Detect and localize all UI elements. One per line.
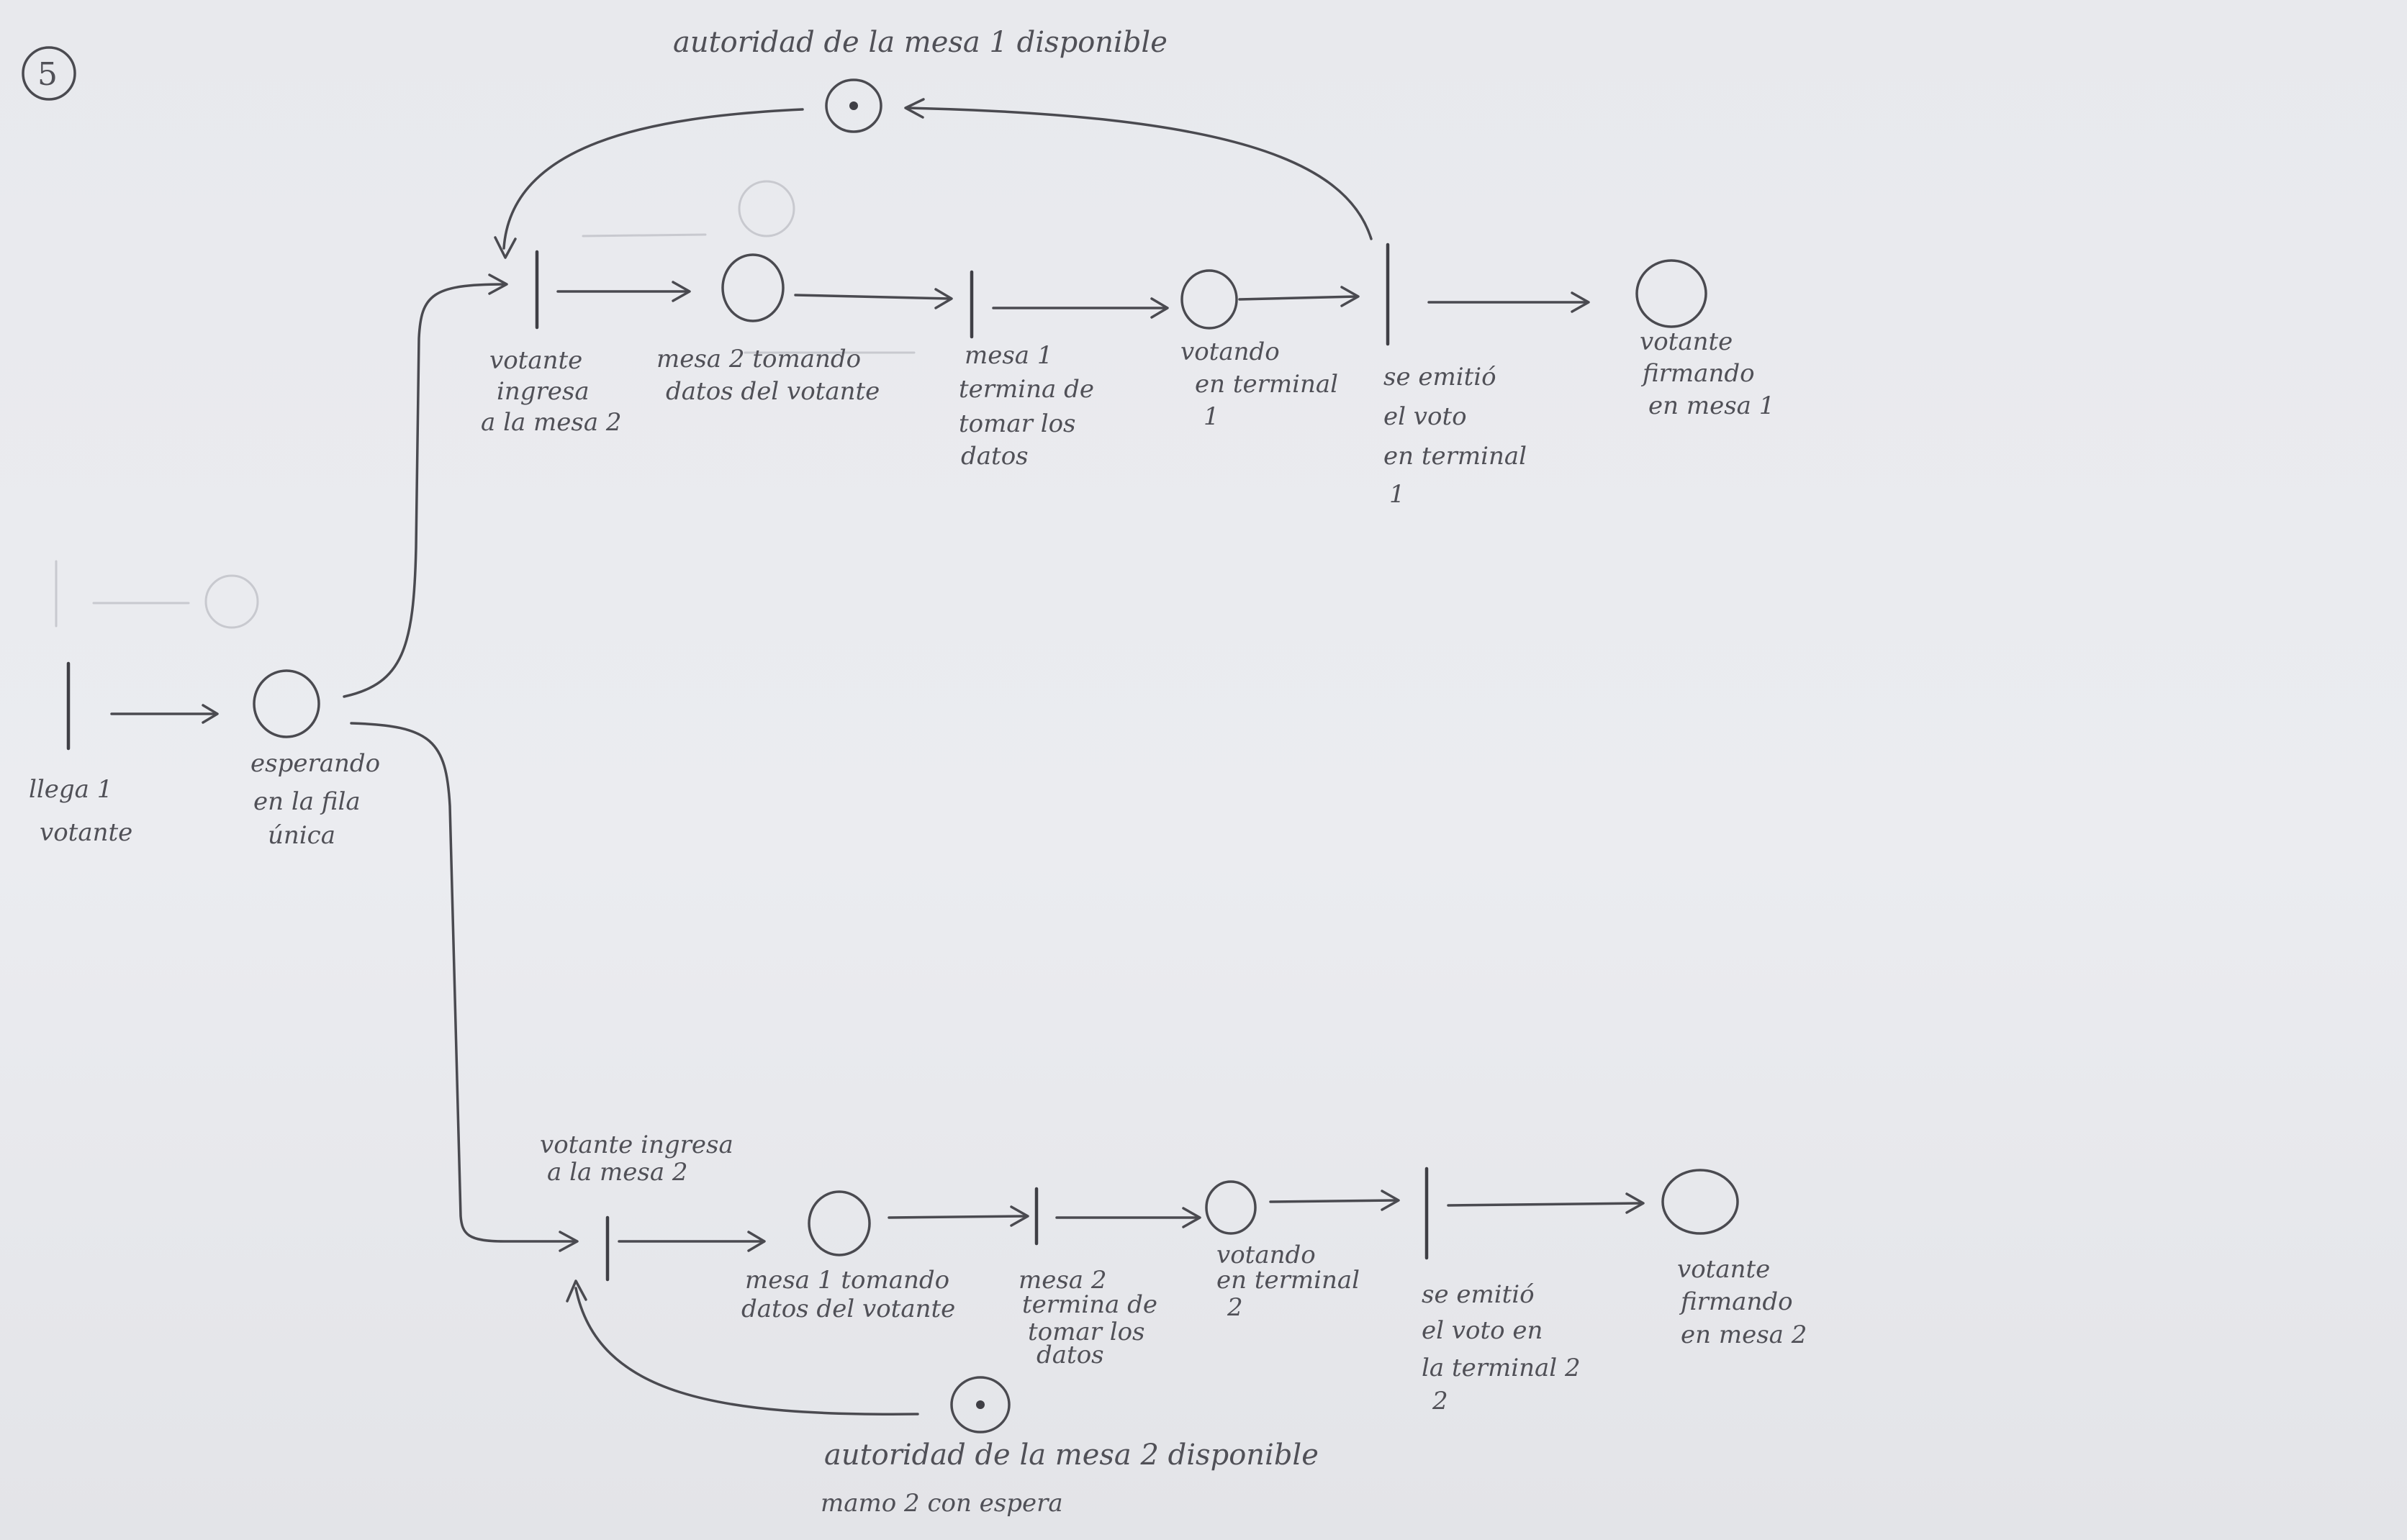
label-top-finish-3: tomar los	[959, 409, 1076, 438]
label-bottom-finish-3: tomar los	[1028, 1318, 1145, 1346]
arrowhead	[1182, 1207, 1201, 1228]
label-top-signing-1: votante	[1640, 327, 1733, 356]
label-arrival-line1: llega 1	[29, 775, 112, 804]
label-queue-line1: esperando	[250, 749, 380, 778]
label-authority-2-line2: mamo 2 con espera	[821, 1489, 1063, 1518]
label-top-enter-1: votante	[489, 346, 582, 375]
label-bottom-voting-2: en terminal	[1216, 1266, 1360, 1295]
label-top-enter-2: ingresa	[497, 377, 590, 406]
label-bottom-signing-3: en mesa 2	[1681, 1321, 1807, 1349]
arc	[1447, 1202, 1643, 1207]
token	[976, 1400, 985, 1409]
arc-queue-to-top	[343, 283, 505, 698]
arrowhead	[1381, 1190, 1400, 1211]
arrowhead	[904, 98, 925, 119]
place-top-signing	[1635, 259, 1707, 328]
label-top-voting-1: votando	[1180, 338, 1280, 366]
arc	[888, 1215, 1027, 1219]
label-bottom-finish-4: datos	[1037, 1341, 1104, 1369]
label-top-enter-3: a la mesa 2	[481, 408, 622, 437]
label-bottom-taking-1: mesa 1 tomando	[745, 1266, 949, 1295]
arrowhead	[672, 281, 691, 302]
arrowhead	[559, 1231, 579, 1252]
label-top-signing-3: en mesa 1	[1648, 391, 1774, 420]
arc	[1238, 295, 1358, 301]
place-top-voting	[1180, 269, 1238, 330]
place-authority-2	[950, 1376, 1011, 1433]
arrowhead	[934, 288, 953, 309]
arrowhead	[202, 704, 219, 724]
place-bottom-signing	[1661, 1169, 1739, 1235]
label-queue-line2: en la fila	[253, 787, 361, 816]
arrowhead	[1010, 1205, 1029, 1227]
place-queue	[253, 669, 320, 738]
label-top-emitted-1: se emitió	[1383, 363, 1496, 391]
arc	[1269, 1199, 1398, 1203]
label-top-finish-2: termina de	[959, 375, 1094, 404]
label-bottom-finish-2: termina de	[1022, 1290, 1157, 1319]
arrowhead	[1571, 291, 1590, 313]
arc-authority-2-to-enter	[574, 1287, 919, 1416]
arc-emitted-to-authority-1	[906, 107, 1373, 240]
place-authority-1	[825, 78, 882, 133]
place-bottom-taking-data	[808, 1190, 871, 1256]
label-bottom-emitted-2: el voto en	[1422, 1316, 1543, 1345]
label-top-voting-2: en terminal	[1195, 370, 1338, 399]
arrowhead	[1340, 286, 1360, 307]
label-bottom-emitted-3: la terminal 2	[1422, 1354, 1581, 1382]
label-arrival-line2: votante	[40, 818, 132, 847]
label-top-emitted-3: en terminal	[1383, 442, 1527, 471]
arrowhead	[566, 1279, 587, 1303]
label-top-finish-1: mesa 1	[965, 341, 1053, 370]
label-top-taking-1: mesa 2 tomando	[656, 345, 861, 373]
label-top-taking-2: datos del votante	[666, 377, 880, 406]
arrowhead	[494, 236, 517, 259]
arc	[794, 294, 952, 300]
label-top-voting-3: 1	[1204, 402, 1219, 431]
erased-sketch	[55, 180, 916, 629]
arrowhead	[1625, 1192, 1645, 1214]
label-bottom-emitted-4: 2	[1432, 1387, 1448, 1416]
label-bottom-voting-3: 2	[1227, 1293, 1243, 1322]
arc-authority-1-to-enter	[502, 108, 804, 250]
label-bottom-voting-1: votando	[1216, 1241, 1316, 1269]
label-top-emitted-2: el voto	[1383, 402, 1467, 431]
label-bottom-finish-1: mesa 2	[1019, 1266, 1107, 1295]
place-bottom-voting	[1205, 1180, 1257, 1235]
label-bottom-signing-2: firmando	[1679, 1287, 1793, 1316]
label-authority-2-line1: autoridad de la mesa 2 disponible	[824, 1439, 1319, 1472]
label-bottom-enter-1: votante ingresa	[540, 1131, 733, 1159]
label-bottom-taking-2: datos del votante	[741, 1295, 955, 1323]
arc-queue-to-bottom	[350, 722, 577, 1243]
label-authority-1: autoridad de la mesa 1 disponible	[673, 26, 1168, 59]
page-number-marker: 5	[22, 46, 76, 101]
label-bottom-signing-1: votante	[1677, 1255, 1770, 1284]
label-top-signing-2: firmando	[1640, 359, 1755, 388]
label-top-emitted-4: 1	[1389, 480, 1405, 509]
label-bottom-enter-2: a la mesa 2	[547, 1158, 688, 1187]
label-queue-line3: única	[268, 821, 335, 850]
label-bottom-emitted-1: se emitió	[1422, 1280, 1535, 1309]
arrowhead	[1150, 297, 1169, 319]
page-number: 5	[37, 56, 58, 93]
arrowhead	[488, 273, 508, 295]
label-top-finish-4: datos	[961, 442, 1029, 471]
token	[849, 101, 858, 110]
arrowhead	[747, 1231, 766, 1252]
place-top-taking-data	[721, 253, 785, 322]
